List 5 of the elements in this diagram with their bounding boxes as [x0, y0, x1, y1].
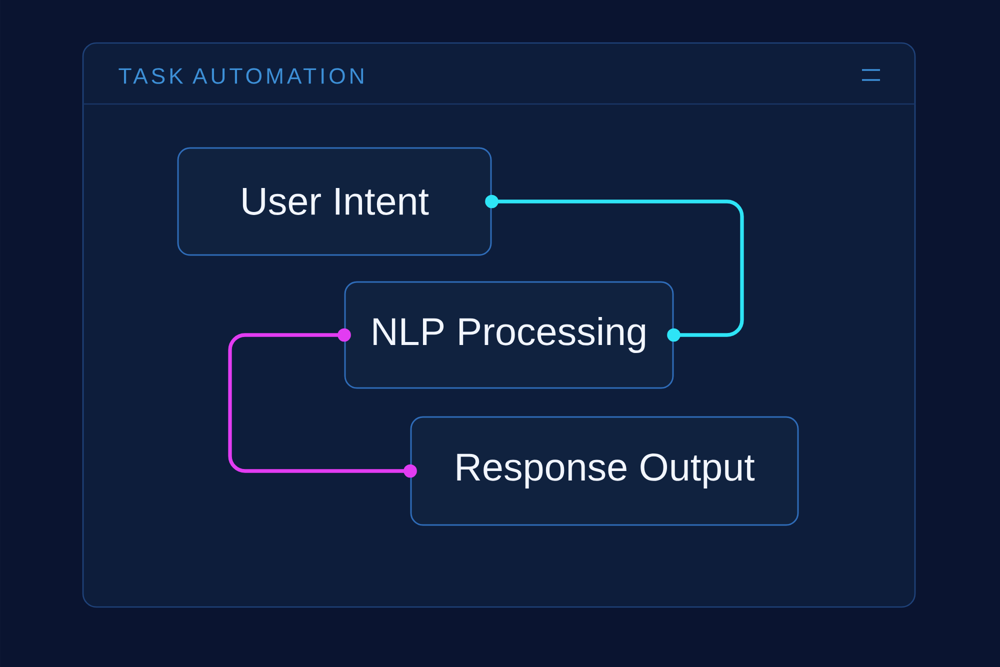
- connector-line: [485, 194, 744, 342]
- process-box: Response Output: [410, 416, 799, 526]
- process-box: User Intent: [177, 147, 492, 256]
- process-box: NLP Processing: [344, 281, 674, 389]
- connector-line: [228, 328, 417, 478]
